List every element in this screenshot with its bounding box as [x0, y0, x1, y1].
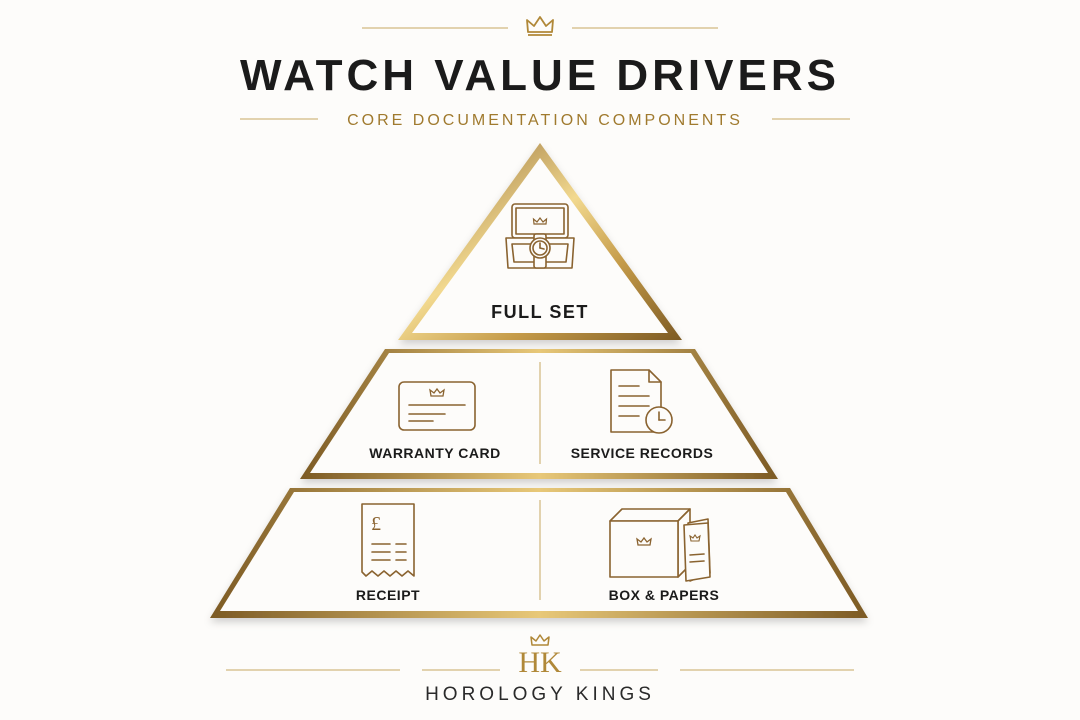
- page-title: WATCH VALUE DRIVERS: [240, 51, 840, 100]
- box-and-papers-icon: [609, 508, 711, 582]
- tier-label-full-set: FULL SET: [491, 302, 589, 322]
- watch-box-icon: [505, 203, 575, 269]
- tier-label-warranty-card: WARRANTY CARD: [369, 445, 500, 461]
- brand-crown-icon: [530, 634, 550, 646]
- crown-icon: [526, 16, 554, 36]
- footer-brand: HK HOROLOGY KINGS: [226, 634, 854, 705]
- pyramid-tier-middle: WARRANTY CARD SERVICE RECORDS: [300, 349, 778, 479]
- service-records-icon: [610, 369, 673, 434]
- pyramid-tier-top: FULL SET: [398, 143, 682, 340]
- pound-symbol: £: [371, 513, 381, 535]
- tier-label-box-and-papers: BOX & PAPERS: [609, 587, 720, 603]
- pyramid: FULL SET WARRANTY CARD: [210, 143, 868, 618]
- tier-label-receipt: RECEIPT: [356, 587, 420, 603]
- brand-monogram: HK: [518, 646, 562, 679]
- page-subtitle: CORE DOCUMENTATION COMPONENTS: [347, 112, 743, 129]
- header: WATCH VALUE DRIVERS CORE DOCUMENTATION C…: [240, 16, 850, 129]
- receipt-icon: £: [361, 503, 415, 577]
- pyramid-tier-bottom: £ RECEIPT BOX & PAPERS: [210, 488, 868, 618]
- brand-name: HOROLOGY KINGS: [425, 684, 655, 705]
- warranty-card-icon: [398, 381, 476, 431]
- tier-label-service-records: SERVICE RECORDS: [571, 445, 714, 461]
